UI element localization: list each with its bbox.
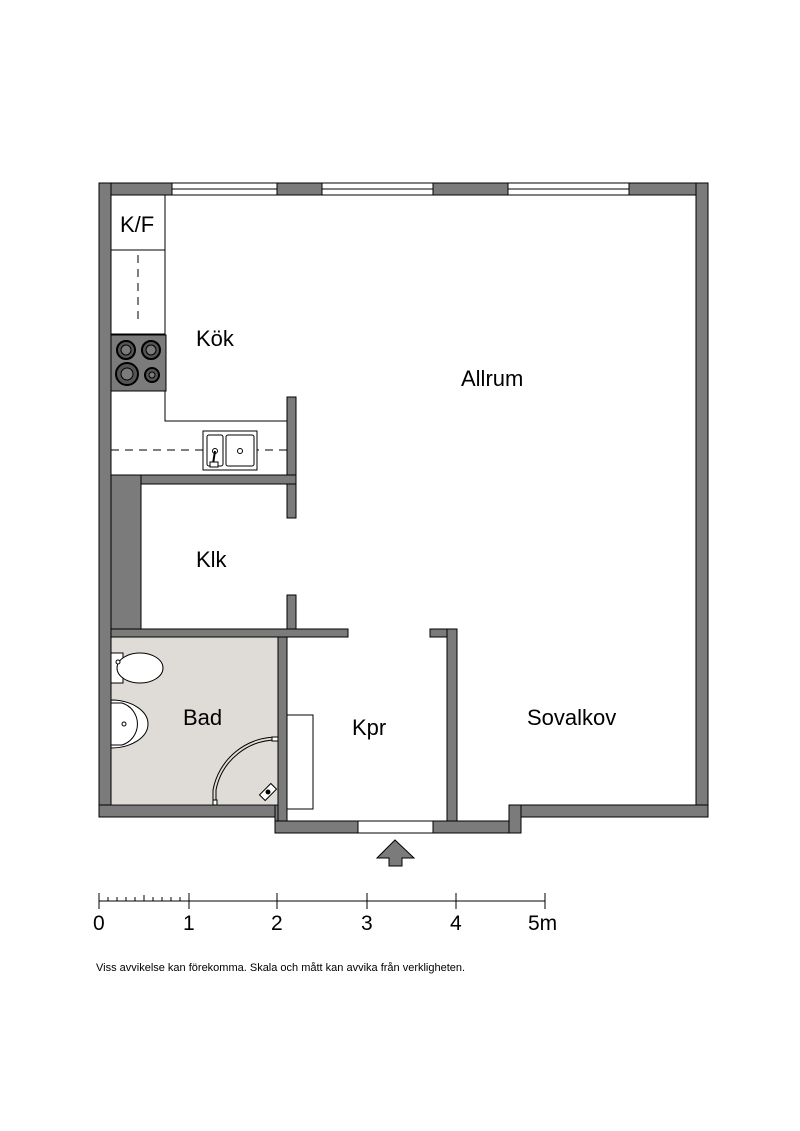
scale-label-5m: 5m — [528, 912, 557, 935]
scale-label-3: 3 — [361, 912, 373, 935]
fridge-freezer — [110, 194, 166, 251]
outer-walls — [98, 182, 709, 834]
disclaimer-text: Viss avvikelse kan förekomma. Skala och … — [96, 962, 466, 974]
room-label-allrum: Allrum — [461, 366, 523, 391]
scale-bar — [98, 893, 546, 909]
shower-icon — [212, 736, 279, 806]
room-label-klk: Klk — [196, 547, 228, 572]
toilet-icon — [110, 652, 164, 684]
entrance-door — [358, 820, 433, 834]
room-label-kf: K/F — [120, 212, 154, 237]
windows — [171, 182, 630, 196]
scale-label-2: 2 — [271, 912, 283, 935]
kitchen-sink-icon — [202, 430, 258, 471]
scale-label-0: 0 — [93, 912, 105, 935]
bathroom-sink-icon — [110, 699, 149, 749]
room-label-kok: Kök — [196, 326, 235, 351]
entrance-arrow-icon — [375, 839, 416, 867]
scale-label-4: 4 — [450, 912, 462, 935]
interior-walls — [110, 396, 458, 822]
room-label-bad: Bad — [183, 705, 222, 730]
closet — [286, 714, 314, 810]
room-label-kpr: Kpr — [352, 715, 386, 740]
room-label-sovalkov: Sovalkov — [527, 705, 616, 730]
scale-label-1: 1 — [183, 912, 195, 935]
stove-icon — [110, 334, 167, 392]
